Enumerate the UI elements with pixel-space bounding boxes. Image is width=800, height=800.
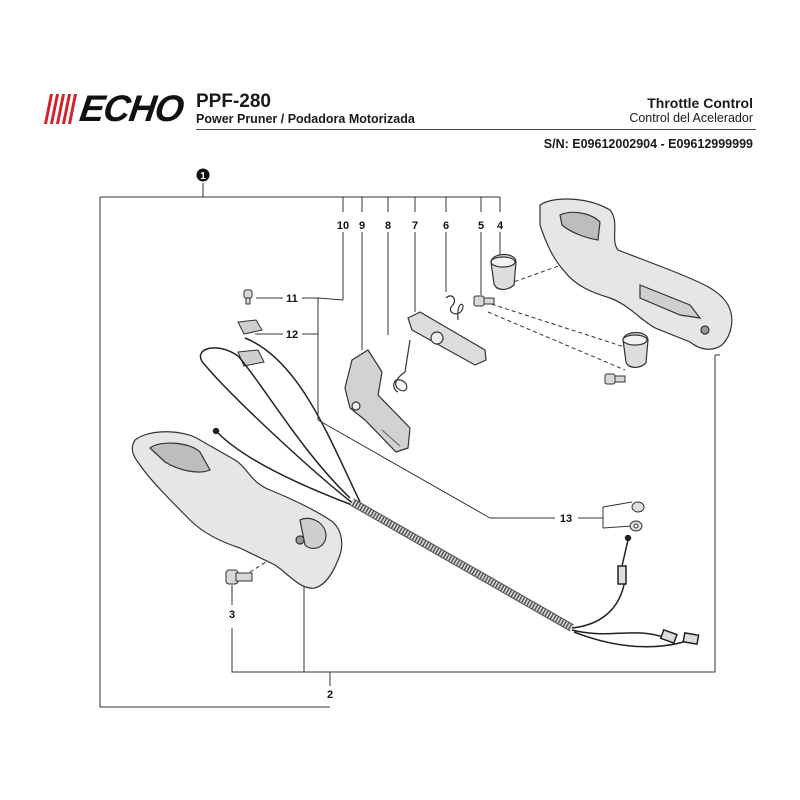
grommet-parts	[629, 501, 645, 532]
torsion-spring-part	[393, 339, 411, 393]
bolt-part	[225, 569, 253, 585]
section-title: Throttle Control	[647, 95, 753, 111]
throttle-cable	[199, 337, 361, 506]
spring-part	[445, 295, 464, 321]
callout-6: 6	[443, 220, 449, 232]
callout-8: 8	[385, 220, 391, 232]
stop-switch-part	[237, 319, 265, 367]
throttle-lock-part	[407, 311, 487, 366]
callout-4: 4	[497, 220, 504, 232]
cable-ends	[571, 534, 700, 648]
callout-12: 12	[286, 329, 298, 341]
clamp-parts	[490, 253, 649, 368]
screw-parts	[473, 295, 626, 385]
throttle-trigger-part	[344, 349, 411, 453]
cable-conduit	[350, 498, 574, 632]
header-divider	[196, 129, 756, 130]
callout-9: 9	[359, 220, 365, 232]
callout-3: 3	[229, 609, 235, 621]
callout-11: 11	[286, 293, 298, 305]
product-name: Power Pruner / Podadora Motorizada	[196, 112, 415, 126]
rear-handle-half	[539, 198, 733, 350]
small-screw-part	[243, 289, 253, 305]
logo-stripes-icon	[44, 94, 77, 124]
callout-1: 1	[200, 171, 206, 182]
echo-logo: ECHO	[40, 88, 188, 129]
serial-range: S/N: E09612002904 - E09612999999	[543, 137, 753, 151]
section-title-spanish: Control del Acelerador	[629, 111, 753, 125]
callout-13: 13	[560, 513, 572, 525]
callout-10: 10	[337, 220, 349, 232]
callout-2: 2	[327, 689, 333, 701]
model-number: PPF-280	[196, 91, 271, 112]
callout-7: 7	[412, 220, 418, 232]
callout-1-marker	[196, 168, 210, 182]
callout-5: 5	[478, 220, 484, 232]
front-handle-half	[131, 431, 343, 589]
